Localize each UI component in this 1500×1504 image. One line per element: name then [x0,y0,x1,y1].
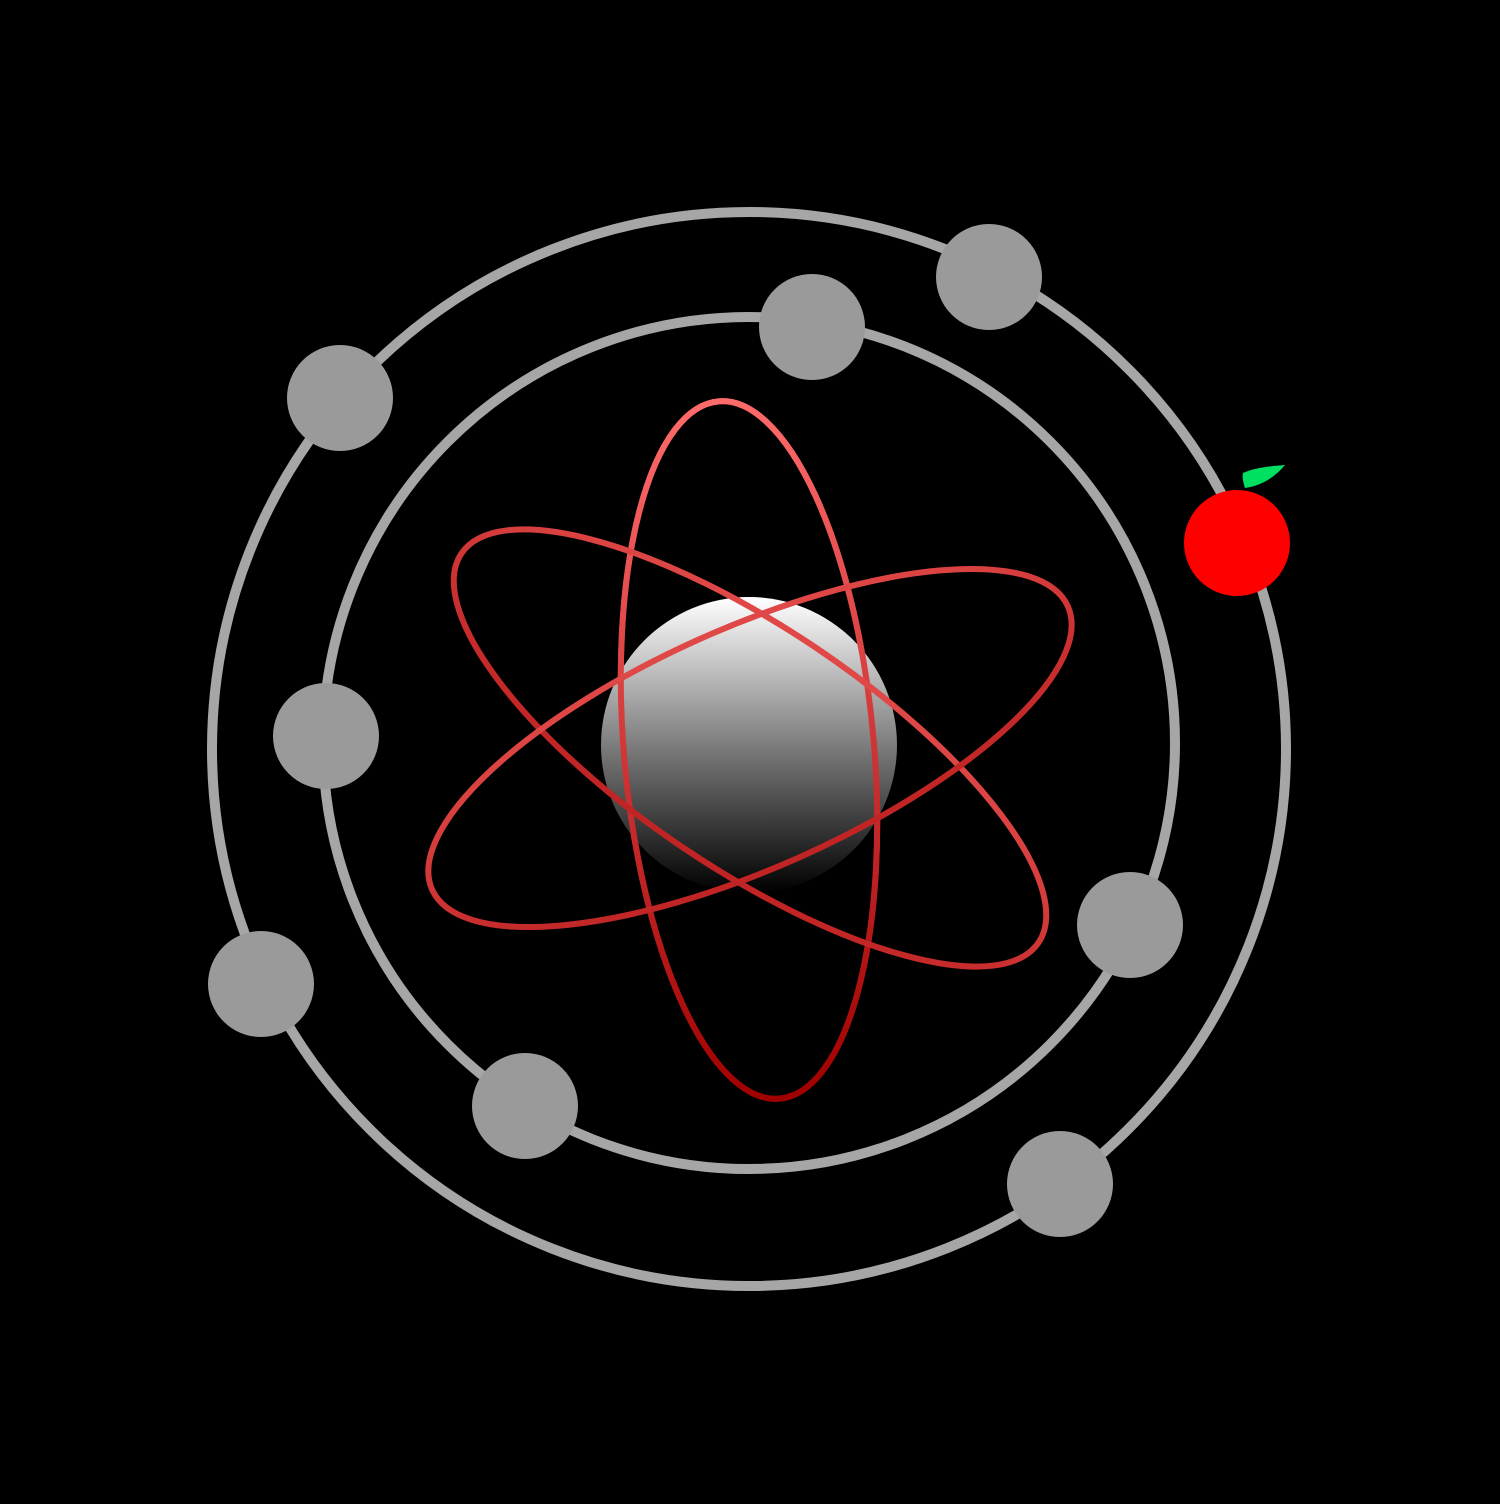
electron [273,683,379,789]
orbit-tilted-down [450,526,1050,970]
orbit-tilted-up [425,565,1075,931]
outer-shell-ring [207,207,1291,1291]
electron [1077,872,1183,978]
leaf-icon [1242,465,1285,488]
electron [1007,1131,1113,1237]
electron [208,931,314,1037]
electron [936,224,1042,330]
electron [472,1053,578,1159]
electron [287,345,393,451]
orbit-vertical-front [617,398,881,1102]
apple-body [1184,490,1290,596]
inner-orbits-front [425,398,1075,1102]
nucleus-sphere-icon [601,597,897,893]
shell-electrons [208,224,1183,1237]
apple-icon [1184,465,1290,596]
electron [759,274,865,380]
